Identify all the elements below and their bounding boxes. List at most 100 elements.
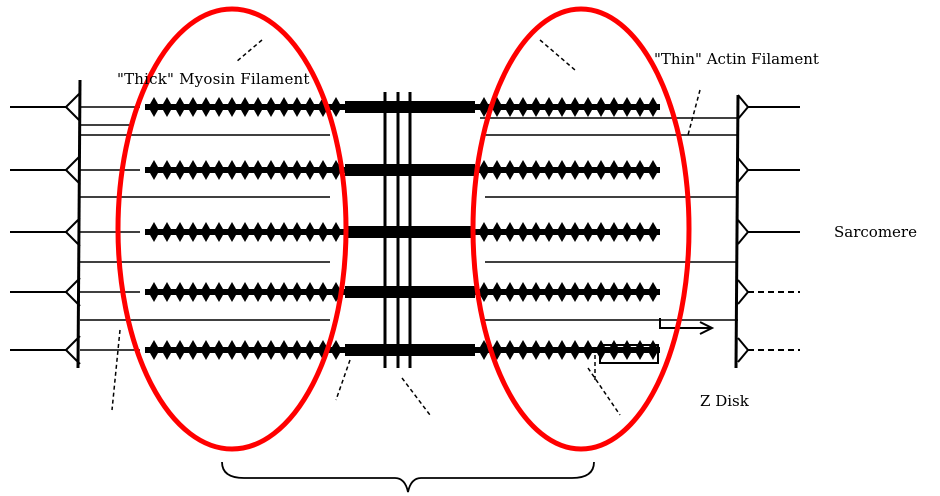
m-line [383,92,412,368]
left-highlight-ellipse [115,6,349,452]
myosin-head [280,97,288,117]
myosin-head [571,97,579,117]
myosin-head [519,97,527,117]
myosin-head [163,340,171,360]
myosin-head [280,282,288,302]
myosin-head [176,222,184,242]
myosin-head [493,222,501,242]
myosin-head [293,340,301,360]
myosin-head [584,340,592,360]
myosin-head [545,160,553,180]
myosin-head [189,97,197,117]
myosin-head [610,282,618,302]
myosin-head [215,282,223,302]
myosin-head [306,222,314,242]
myosin-head [202,97,210,117]
myosin-head [480,160,488,180]
myosin-head [597,97,605,117]
right-z-disk [734,94,800,369]
myosin-head [623,222,631,242]
myosin-head [610,222,618,242]
myosin-head [319,160,327,180]
myosin-head [150,97,158,117]
myosin-head [267,340,275,360]
myosin-head [493,160,501,180]
myosin-head [532,97,540,117]
myosin-head [493,282,501,302]
myosin-head [649,97,657,117]
myosin-head [519,340,527,360]
myosin-head [532,340,540,360]
myosin-head [623,160,631,180]
myosin-head [332,222,340,242]
myosin-head [332,97,340,117]
myosin-head [202,340,210,360]
myosin-head [584,222,592,242]
myosin-head [519,160,527,180]
myosin-head [506,282,514,302]
myosin-head [189,160,197,180]
myosin-head [215,222,223,242]
myosin-head [215,340,223,360]
myosin-head [532,160,540,180]
myosin-head [150,222,158,242]
myosin-head [649,282,657,302]
myosin-head [280,222,288,242]
myosin-head [623,97,631,117]
left-z-fork [65,277,81,307]
myosin-head [306,97,314,117]
myosin-head [293,97,301,117]
myosin-head [558,340,566,360]
z-disk-marker [659,318,715,335]
right-highlight-ellipse [470,6,692,452]
myosin-head [480,222,488,242]
myosin-head [254,340,262,360]
myosin-head [241,340,249,360]
myosin-head [636,97,644,117]
myosin-head [610,97,618,117]
myosin-head [545,222,553,242]
leader-line [401,377,431,416]
myosin-head [189,282,197,302]
left-z-fork [65,335,81,365]
right-z-fork [737,219,749,245]
myosin-head [176,282,184,302]
myosin-head [163,97,171,117]
right-z-disk-spine [734,94,740,369]
myosin-head [571,282,579,302]
left-z-disk-spine [76,79,82,369]
leader-line [687,89,701,136]
myosin-head [293,160,301,180]
myosin-head [519,222,527,242]
leader-lines [111,39,715,416]
myosin-head [176,97,184,117]
myosin-head [584,160,592,180]
myosin-head [254,97,262,117]
myosin-head [532,282,540,302]
myosin-head [506,222,514,242]
myosin-head [163,222,171,242]
myosin-head [332,340,340,360]
myosin-head [306,282,314,302]
myosin-head [176,340,184,360]
myosin-head [254,282,262,302]
myosin-head [267,160,275,180]
myosin-head [558,222,566,242]
myosin-head [597,160,605,180]
myosin-head [584,282,592,302]
myosin-head [558,97,566,117]
myosin-head [480,282,488,302]
myosin-head [558,282,566,302]
myosin-head [215,97,223,117]
myosin-head [228,340,236,360]
right-z-fork [737,157,749,183]
myosin-head [597,282,605,302]
z-disk-box [599,344,659,364]
myosin-head [150,282,158,302]
sarcomere-brace [221,461,595,493]
right-z-fork [737,337,749,363]
myosin-head [163,160,171,180]
myosin-head [636,160,644,180]
myosin-head [189,222,197,242]
